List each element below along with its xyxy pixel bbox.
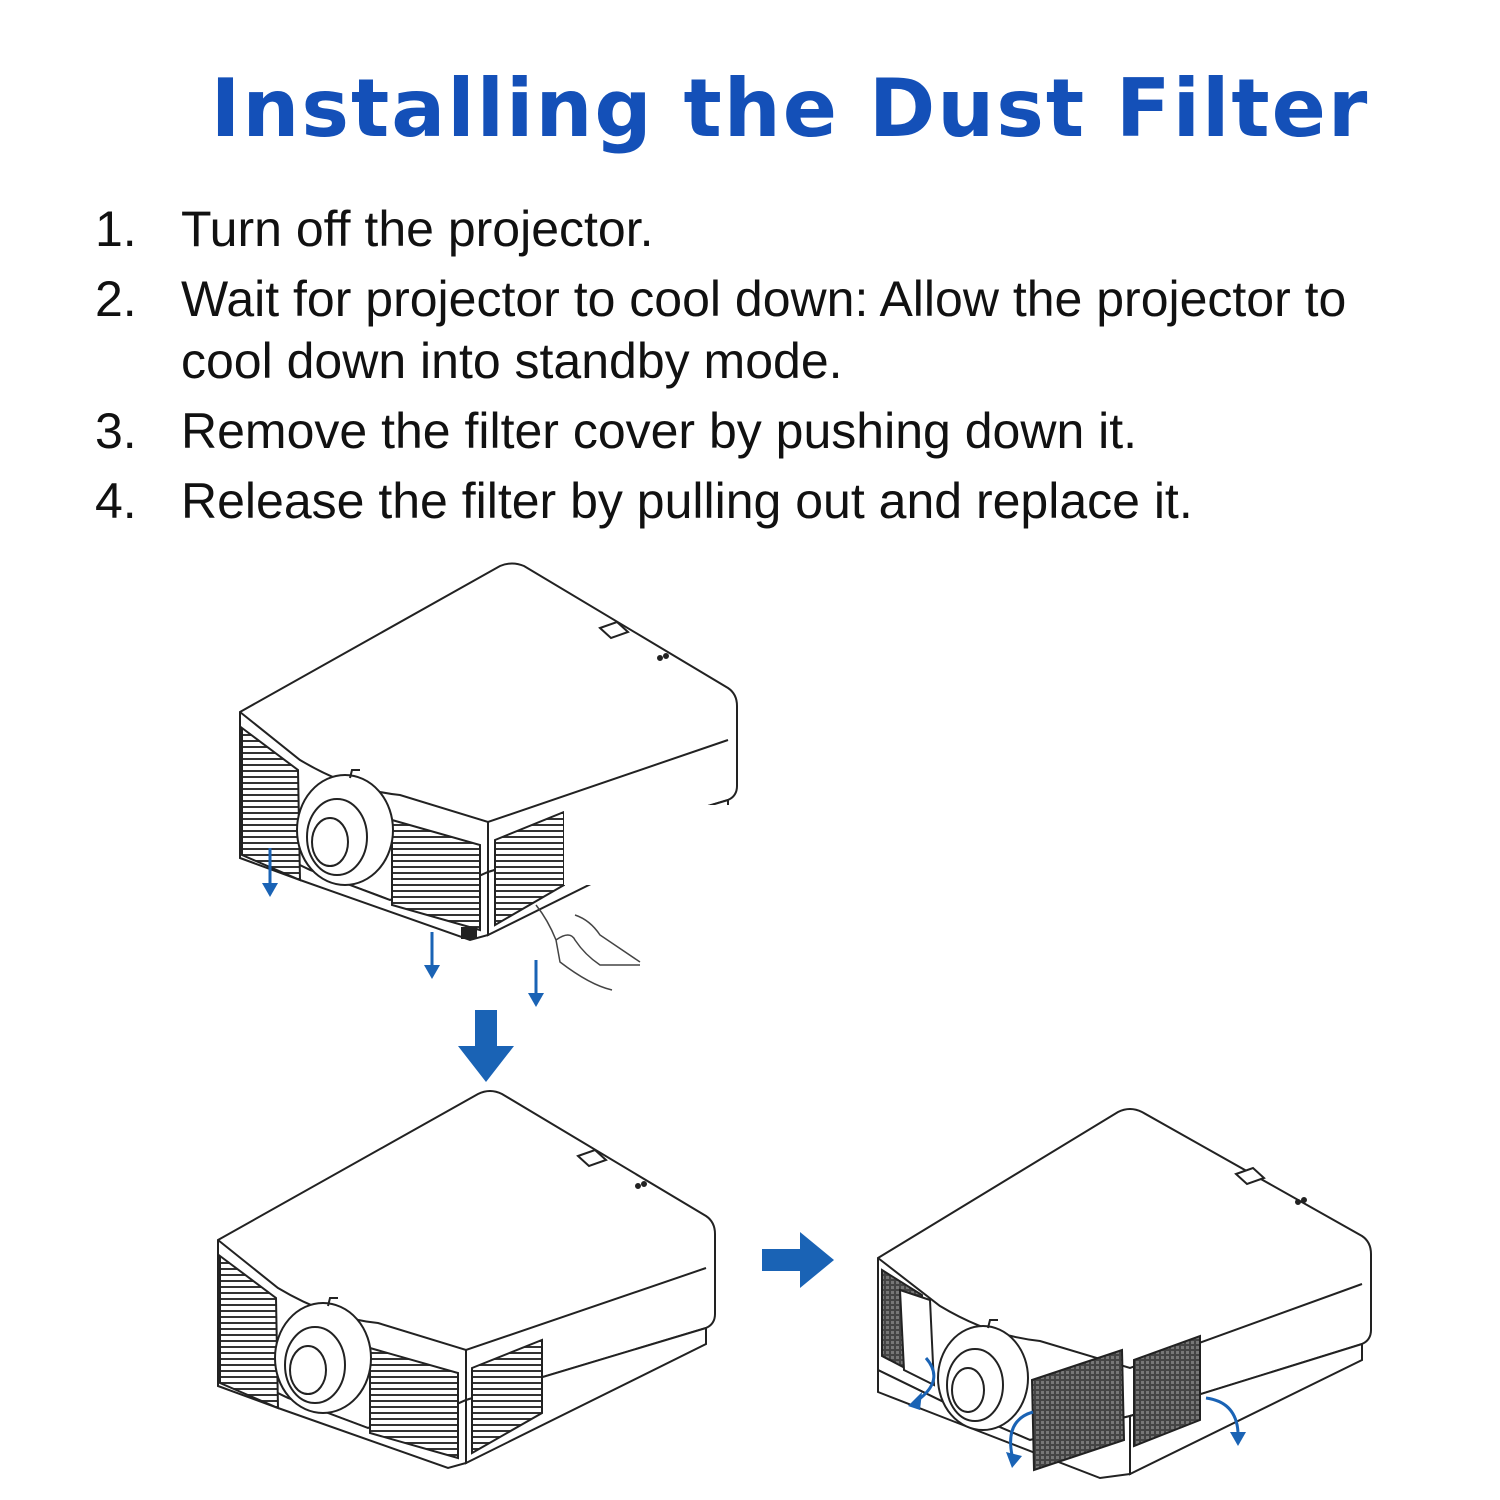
step-2: 2. Wait for projector to cool down: Allo… <box>95 268 1435 392</box>
rotate-arrow-icon <box>908 1392 1246 1468</box>
projector-illustration <box>877 1108 1372 1480</box>
step-4: 4. Release the filter by pulling out and… <box>95 470 1435 532</box>
step-1: 1. Turn off the projector. <box>95 198 1435 260</box>
step-text: Release the filter by pulling out and re… <box>181 473 1193 529</box>
step-number: 1. <box>95 201 137 257</box>
rotate-arrow-icon <box>917 1357 1240 1456</box>
instruction-list: 1. Turn off the projector. 2. Wait for p… <box>95 198 1435 540</box>
step-3: 3. Remove the filter cover by pushing do… <box>95 400 1435 462</box>
page-title: Installing the Dust Filter <box>210 62 1370 155</box>
projector-illustration <box>217 1090 716 1470</box>
step-number: 4. <box>95 473 137 529</box>
step-text: Turn off the projector. <box>181 201 654 257</box>
arrow-right-icon <box>762 1232 834 1288</box>
hand-icon <box>535 904 641 991</box>
projector-illustration <box>239 562 738 942</box>
step-text: Remove the filter cover by pushing down … <box>181 403 1138 459</box>
step-text: Wait for projector to cool down: Allow t… <box>181 271 1347 389</box>
arrow-down-icon <box>458 1010 514 1082</box>
arrow-down-icon <box>262 848 544 1007</box>
step-number: 3. <box>95 403 137 459</box>
step-number: 2. <box>95 271 137 327</box>
